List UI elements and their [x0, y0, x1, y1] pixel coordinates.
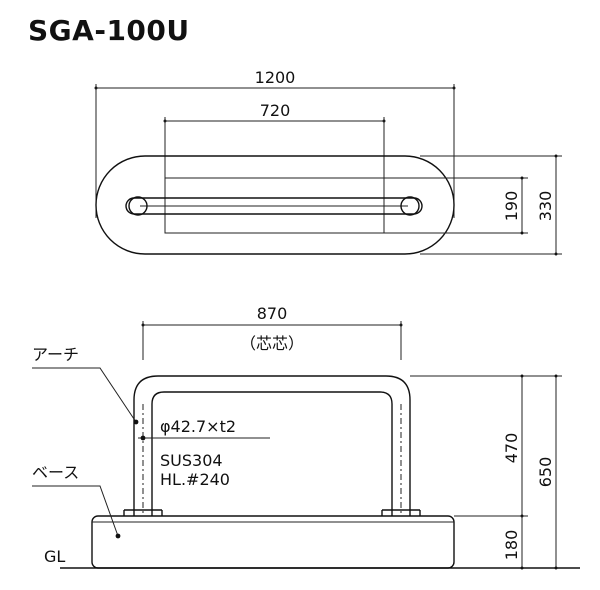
- dim-label-190: 190: [502, 191, 521, 222]
- dim-label-330: 330: [536, 191, 555, 222]
- leader-arch: [32, 367, 137, 423]
- dim-label-470: 470: [502, 433, 521, 464]
- arch-pipe-outer: [133, 375, 411, 516]
- arch-pipe-inner: [151, 391, 393, 516]
- pipe-end-right: [400, 196, 420, 216]
- dim-label-1200: 1200: [255, 68, 296, 87]
- front-view: 870 （芯芯） GL アーチ ベース: [32, 304, 580, 570]
- spec-finish: HL.#240: [160, 470, 230, 489]
- dim-label-720: 720: [260, 101, 291, 120]
- label-base: ベース: [32, 463, 79, 482]
- dim-note-center: （芯芯）: [240, 334, 304, 353]
- leader-base-dot: [115, 533, 121, 539]
- leader-arch-dot: [133, 419, 139, 425]
- pipe-end-left: [128, 196, 148, 216]
- label-gl: GL: [44, 547, 65, 566]
- leader-base: [32, 485, 119, 537]
- top-view: 1200 720 190 330: [94, 68, 562, 256]
- product-title: SGA-100U: [28, 14, 190, 47]
- dim-label-870: 870: [257, 304, 288, 323]
- spec-pipe: φ42.7×t2: [160, 417, 236, 436]
- base-block: [91, 515, 455, 569]
- spec-material: SUS304: [160, 451, 223, 470]
- leader-spec-dot: [140, 435, 146, 441]
- arch-pipe-top: [125, 197, 423, 215]
- dim-label-180: 180: [502, 530, 521, 561]
- dim-label-650: 650: [536, 457, 555, 488]
- base-outline-top: [95, 155, 455, 255]
- label-arch: アーチ: [32, 345, 79, 364]
